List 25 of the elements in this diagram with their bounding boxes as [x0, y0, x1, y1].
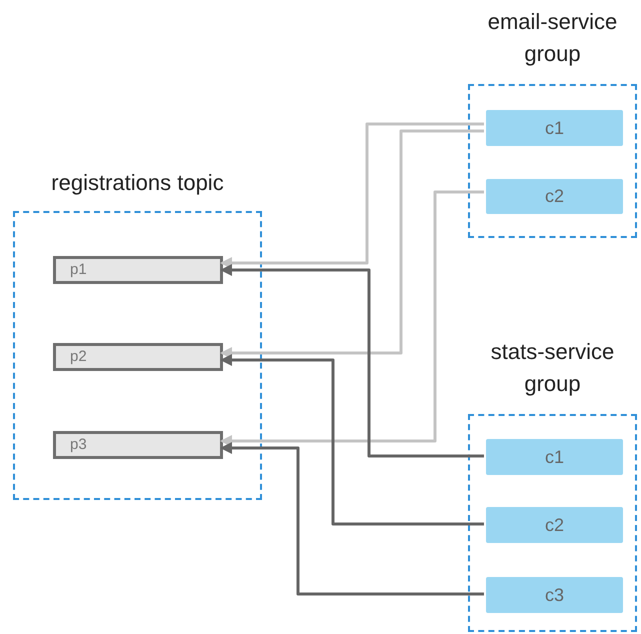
partition-label: p1 — [70, 260, 87, 280]
arrow — [220, 130, 484, 359]
partition-box — [53, 256, 223, 284]
partition-label: p2 — [70, 346, 87, 367]
partition-label: p3 — [70, 434, 87, 455]
consumer-label: c1 — [544, 116, 564, 140]
arrow — [220, 354, 484, 526]
group-heading: registrations topic — [50, 169, 225, 197]
arrow — [220, 122, 484, 269]
arrow — [220, 264, 484, 458]
consumer-label: c3 — [544, 584, 564, 606]
group-heading: stats-service group — [490, 338, 616, 398]
consumer-box — [486, 179, 623, 214]
consumer-box — [486, 439, 623, 475]
consumer-box — [486, 507, 623, 543]
consumer-label: c1 — [544, 446, 564, 468]
arrow — [220, 442, 484, 596]
consumer-label: c2 — [544, 185, 564, 208]
arrow — [220, 190, 484, 447]
partition-box — [53, 343, 223, 371]
consumer-box — [486, 110, 623, 146]
consumer-box — [486, 577, 623, 613]
consumer-label: c2 — [544, 514, 564, 536]
group-heading: email-service group — [486, 8, 618, 68]
partition-box — [53, 431, 223, 459]
